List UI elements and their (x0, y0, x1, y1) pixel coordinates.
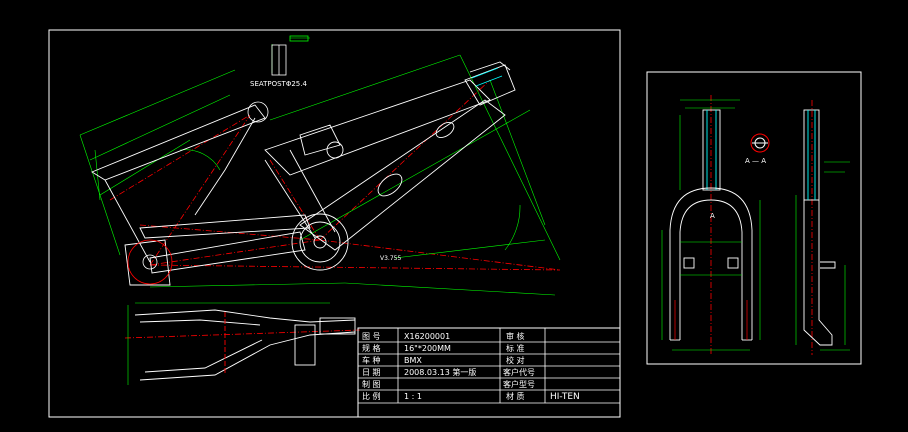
tb-r4-c1: 制 图 (362, 379, 381, 389)
seatpost-label: SEATPOSTΦ25.4 (250, 80, 307, 88)
tb-r3-c2: 2008.03.13 第一版 (404, 367, 476, 377)
angle-label: V3.755 (380, 255, 401, 262)
tb-r1-c1: 规 格 (362, 343, 381, 353)
tb-r2-c2: BMX (404, 356, 422, 365)
tb-r5-c2: 1 : 1 (404, 392, 422, 401)
tb-r4-c3: 客户型号 (503, 379, 535, 389)
chainstay-view (134, 309, 356, 381)
tb-r5-c1: 比 例 (362, 391, 381, 401)
tb-r3-c3: 客户代号 (503, 367, 535, 377)
tb-r2-c3: 校 对 (506, 355, 525, 365)
tb-r1-c2: 16"*200MM (404, 344, 451, 353)
tb-r2-c1: 车 种 (362, 355, 381, 365)
section-mark: A (710, 212, 715, 220)
frame-tubes (91, 61, 516, 286)
seatpost-detail (271, 35, 309, 76)
frame-centerlines (109, 79, 561, 339)
tb-r0-c3: 审 核 (506, 331, 525, 341)
tb-r0-c1: 图 号 (362, 332, 381, 341)
tb-r1-c3: 标 准 (506, 343, 525, 353)
tb-r0-c2: X16200001 (404, 332, 450, 341)
bottom-bracket (291, 121, 455, 271)
fork-drawing: A — A A (661, 95, 850, 355)
tb-r5-c3: 材 质 (506, 391, 525, 401)
main-sheet-border (48, 29, 621, 418)
frame-drawing: SEATPOSTΦ25.4 V3.755 (79, 35, 561, 385)
head-tube-detail (471, 67, 503, 87)
frame-axles (127, 101, 269, 285)
tb-r3-c1: 日 期 (362, 368, 381, 377)
title-block: 图 号 X16200001 审 核 规 格 16"*200MM 标 准 车 种 … (357, 327, 621, 418)
frame-dimensions (79, 37, 561, 385)
fork-sheet-border (646, 71, 862, 365)
section-a-label: A — A (745, 157, 766, 165)
tb-r5-c4: HI-TEN (550, 392, 580, 402)
